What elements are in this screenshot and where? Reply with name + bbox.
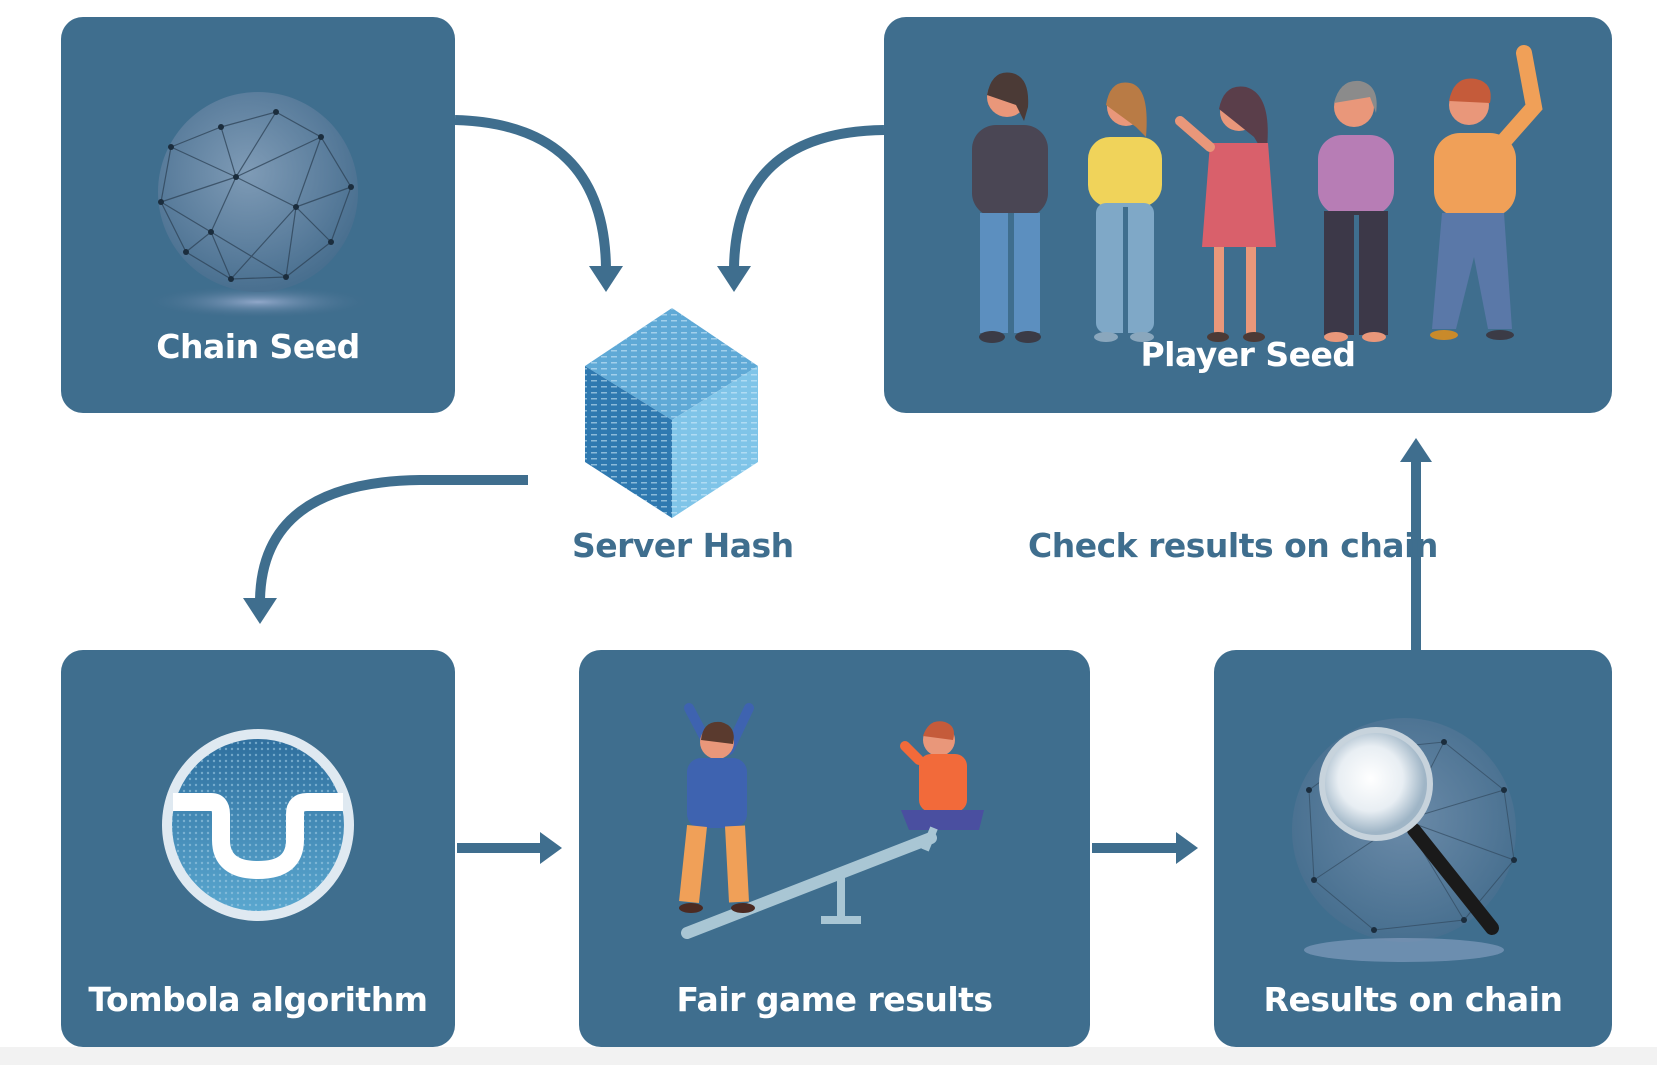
arrowheads: [243, 266, 1432, 864]
tombola-box: Tombola algorithm: [61, 650, 455, 1047]
fair-game-label: Fair game results: [676, 980, 993, 1019]
chain-seed-label: Chain Seed: [156, 327, 360, 366]
tombola-label: Tombola algorithm: [88, 980, 428, 1019]
arrows: [255, 115, 1421, 853]
chain-seed-box: Chain Seed: [61, 17, 455, 413]
data-cube-icon: [585, 308, 758, 518]
people-group-icon: [972, 45, 1543, 343]
results-chain-box: Results on chain: [1214, 650, 1612, 1047]
magnifier-icon: [1292, 718, 1517, 962]
bottom-strip: [0, 1047, 1657, 1065]
results-chain-label: Results on chain: [1263, 980, 1563, 1019]
arrow-hash-to-tombola: [255, 475, 528, 601]
check-results-label: Check results on chain: [1028, 526, 1438, 565]
person-4: [1318, 80, 1394, 342]
seesaw-icon: [679, 703, 984, 939]
tombola-logo-icon: [162, 729, 354, 921]
cheering-person: [679, 703, 755, 913]
arrow-chain-to-hash: [454, 115, 611, 269]
person-2: [1088, 82, 1162, 342]
fair-game-box: Fair game results: [579, 650, 1090, 1047]
person-3: [1175, 86, 1276, 342]
player-seed-label: Player Seed: [1140, 335, 1356, 374]
sad-person: [900, 721, 984, 852]
arrow-player-to-hash: [729, 125, 885, 269]
network-sphere-icon: [148, 92, 368, 318]
server-hash-label: Server Hash: [572, 526, 794, 565]
player-seed-box: Player Seed: [884, 17, 1612, 413]
person-5: [1430, 45, 1543, 340]
person-1: [972, 72, 1048, 343]
